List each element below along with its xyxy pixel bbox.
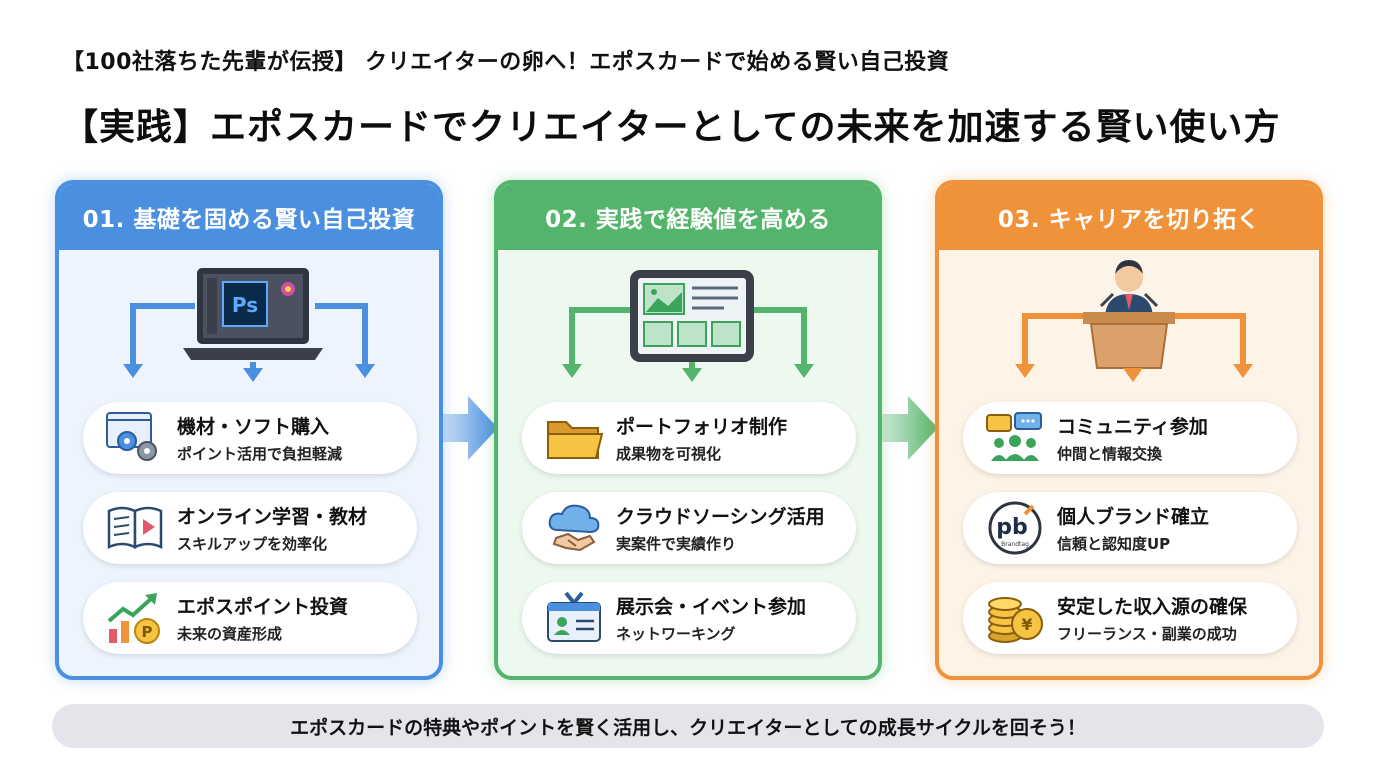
card-title: オンライン学習・教材 (177, 506, 368, 528)
brand-logo-icon: pb Brandtag (983, 500, 1047, 556)
card-portfolio: ポートフォリオ制作 成果物を可視化 (522, 402, 856, 474)
card-personal-brand: pb Brandtag 個人ブランド確立 信頼と認知度UP (963, 492, 1297, 564)
laptop-icon: Ps (123, 268, 375, 382)
card-subtitle: フリーランス・副業の成功 (1057, 625, 1237, 643)
svg-text:¥: ¥ (1021, 615, 1032, 634)
card-community: コミュニティ参加 仲間と情報交換 (963, 402, 1297, 474)
card-title: 展示会・イベント参加 (616, 596, 807, 618)
card-title: クラウドソーシング活用 (616, 506, 825, 528)
community-chat-icon (983, 410, 1047, 466)
card-exhibition: 展示会・イベント参加 ネットワーキング (522, 582, 856, 654)
card-title: ポートフォリオ制作 (616, 416, 788, 438)
speaker-podium-icon (1015, 260, 1253, 382)
coins-icon: ¥ (983, 590, 1047, 646)
svg-text:Ps: Ps (232, 293, 258, 317)
id-badge-icon (542, 590, 606, 646)
card-stable-income: ¥ 安定した収入源の確保 フリーランス・副業の成功 (963, 582, 1297, 654)
page-title: 【実践】エポスカードでクリエイターとしての未来を加速する賢い使い方 (62, 107, 1281, 148)
column-header: 02. 実践で経験値を高める (498, 184, 878, 250)
footer-banner: エポスカードの特典やポイントを賢く活用し、クリエイターとしての成長サイクルを回そ… (52, 704, 1324, 748)
card-online-learning: オンライン学習・教材 スキルアップを効率化 (83, 492, 417, 564)
subtitle: 【100社落ちた先輩が伝授】 クリエイターの卵へ！エポスカードで始める賢い自己投… (62, 50, 950, 75)
svg-text:pb: pb (996, 515, 1028, 540)
card-subtitle: 未来の資産形成 (177, 625, 283, 643)
growth-chart-icon: P (103, 590, 167, 646)
column-practice: 02. 実践で経験値を高める ポートフォリオ制作 成果物を可視化 (494, 180, 882, 680)
card-subtitle: ポイント活用で負担軽減 (177, 445, 343, 463)
card-title: 安定した収入源の確保 (1057, 596, 1248, 618)
card-subtitle: 信頼と認知度UP (1057, 535, 1171, 553)
card-subtitle: 仲間と情報交換 (1057, 445, 1163, 463)
arrow-right-icon (880, 396, 938, 460)
card-subtitle: スキルアップを効率化 (177, 535, 328, 553)
video-book-icon (103, 500, 167, 556)
card-title: エポスポイント投資 (177, 596, 349, 618)
svg-text:P: P (142, 623, 153, 641)
arrow-right-icon (440, 396, 498, 460)
card-equipment: 機材・ソフト購入 ポイント活用で負担軽減 (83, 402, 417, 474)
gears-window-icon (103, 410, 167, 466)
card-crowdsourcing: クラウドソーシング活用 実案件で実績作り (522, 492, 856, 564)
card-title: 個人ブランド確立 (1057, 506, 1210, 528)
card-subtitle: 実案件で実績作り (616, 535, 737, 553)
column-header: 03. キャリアを切り拓く (939, 184, 1319, 250)
card-epos-point-investment: P エポスポイント投資 未来の資産形成 (83, 582, 417, 654)
column-basics: 01. 基礎を固める賢い自己投資 Ps 機材・ソフト購入 (55, 180, 443, 680)
card-subtitle: ネットワーキング (616, 625, 736, 643)
card-title: 機材・ソフト購入 (177, 416, 330, 438)
column-header: 01. 基礎を固める賢い自己投資 (59, 184, 439, 250)
folder-icon (542, 410, 606, 466)
card-subtitle: 成果物を可視化 (616, 445, 722, 463)
column-career: 03. キャリアを切り拓く (935, 180, 1323, 680)
card-title: コミュニティ参加 (1057, 416, 1208, 438)
cloud-handshake-icon (542, 500, 606, 556)
brand-logo-text: Brandtag (1001, 541, 1029, 548)
tablet-portfolio-icon (562, 270, 814, 382)
